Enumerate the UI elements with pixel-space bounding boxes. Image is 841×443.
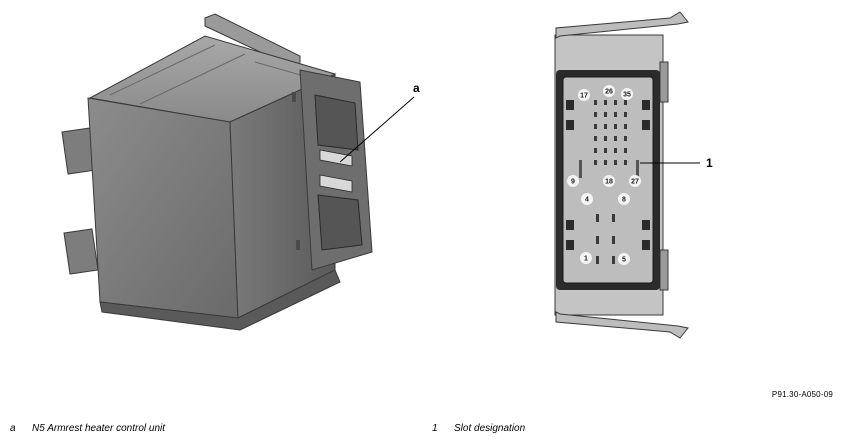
pin-label-27: 27 (631, 179, 639, 186)
pin-label-1: 1 (584, 256, 588, 263)
legend-text: N5 Armrest heater control unit (32, 423, 166, 434)
figure-id: P91.30-A050-09 (771, 390, 833, 399)
callout-a-leader (339, 96, 415, 163)
pin-label-26: 26 (605, 89, 613, 96)
connector-face-illustration (554, 11, 700, 339)
callout-1: 1 (706, 156, 713, 170)
legend-item-a: a N5 Armrest heater control unit (10, 423, 165, 434)
control-unit-illustration (61, 13, 415, 331)
connector-diagram: a (61, 11, 713, 339)
pin-label-8: 8 (622, 197, 626, 204)
legend-key: 1 (432, 423, 438, 434)
pin-label-18: 18 (605, 179, 613, 186)
legend-key: a (10, 423, 16, 434)
legend-item-1: 1 Slot designation (432, 423, 525, 434)
legend-text: Slot designation (454, 423, 526, 434)
pin-label-5: 5 (622, 257, 626, 264)
pin-label-4: 4 (585, 197, 589, 204)
callout-a: a (413, 81, 420, 95)
pin-label-35: 35 (623, 92, 631, 99)
pin-label-17: 17 (580, 93, 588, 100)
pin-label-9: 9 (571, 179, 575, 186)
